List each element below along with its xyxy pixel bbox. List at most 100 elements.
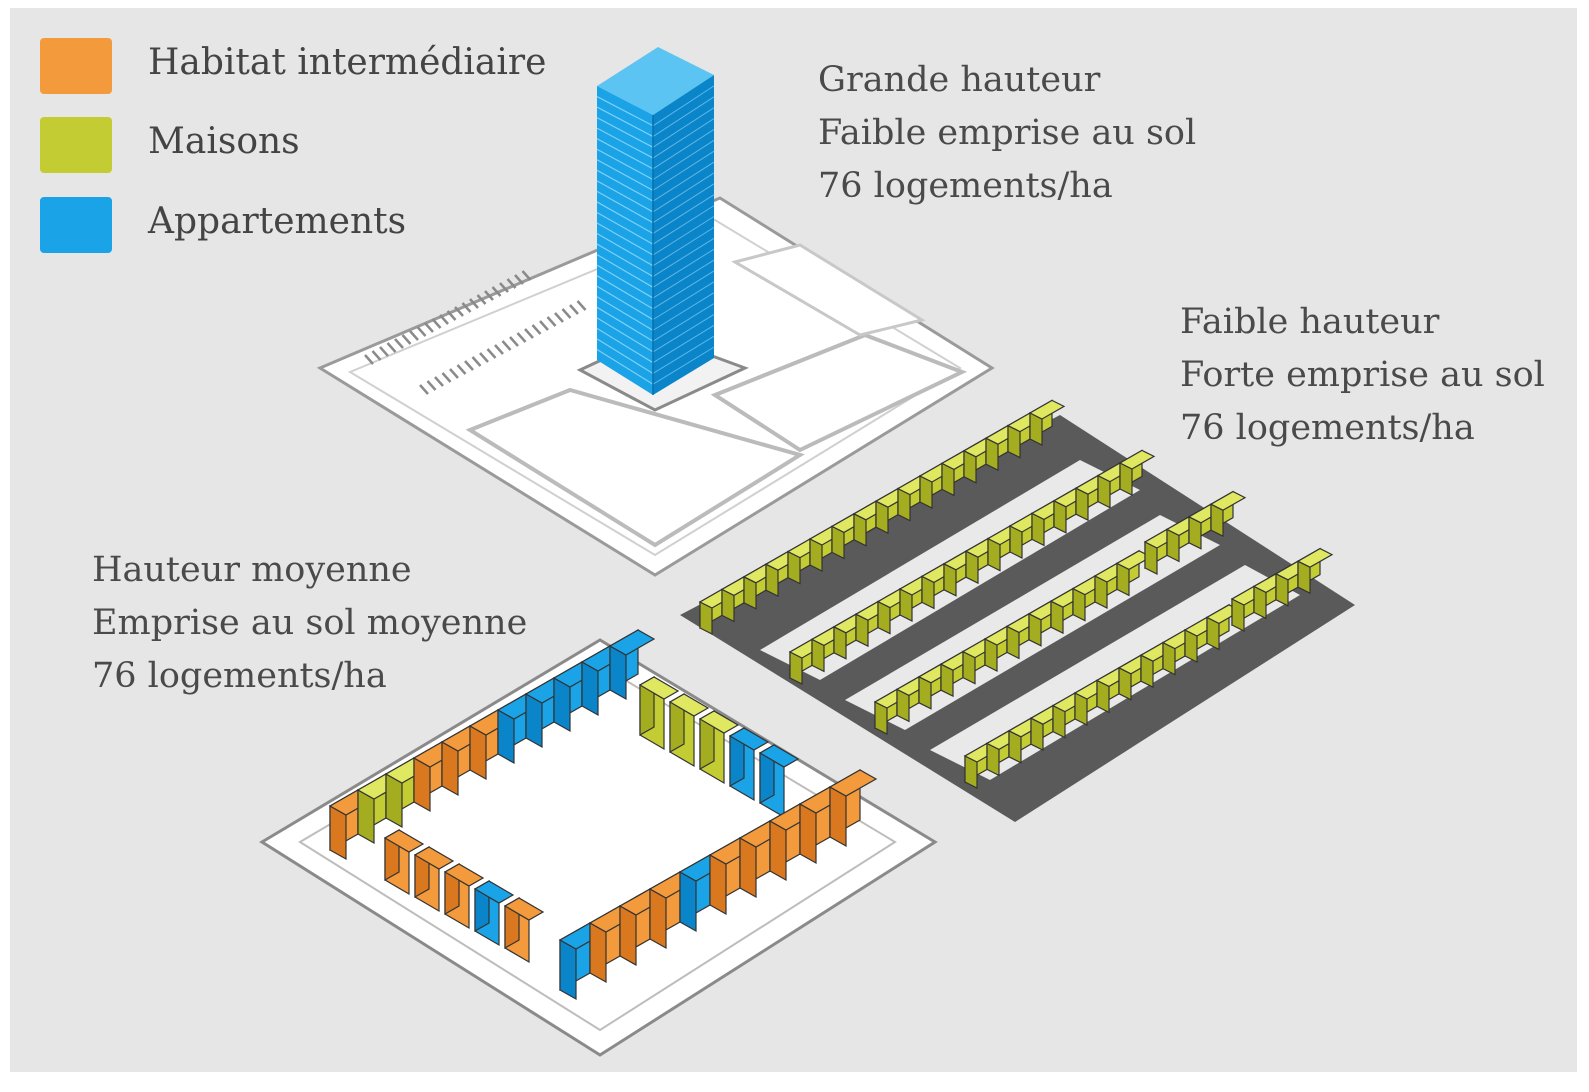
- house-cube: [1115, 549, 1153, 597]
- perimeter-cube-roof: [728, 727, 770, 751]
- parking-space: [431, 318, 442, 329]
- legend-label: Habitat intermédiaire: [148, 42, 547, 83]
- perimeter-cube-face: [709, 853, 727, 916]
- perimeter-cube: [443, 862, 485, 930]
- tower-floor-line: [596, 180, 654, 213]
- high-rise-lawn-left: [465, 387, 805, 548]
- perimeter-cube-face: [559, 938, 577, 1001]
- house-cube: [1209, 490, 1247, 538]
- perimeter-cube: [668, 692, 710, 768]
- mid-rise-label-line: Emprise au sol moyenne: [92, 603, 528, 643]
- parking-space: [434, 376, 444, 387]
- perimeter-cube-face: [799, 802, 817, 865]
- parking-space: [491, 286, 502, 297]
- perimeter-cube: [558, 921, 608, 1001]
- tower-floor-line: [596, 285, 654, 321]
- tower-floor-line: [652, 346, 715, 385]
- tower-top-face: [597, 47, 714, 115]
- low-rise-block: [680, 399, 1355, 822]
- tower-floor-line: [596, 169, 654, 202]
- house-cube: [963, 742, 1001, 789]
- tower-floor-line: [596, 275, 654, 310]
- parking-space: [514, 274, 524, 285]
- perimeter-cube: [758, 743, 800, 819]
- parking-space: [576, 300, 587, 311]
- parking-rows: [364, 270, 587, 395]
- perimeter-cube-face: [589, 921, 607, 984]
- parking-space: [464, 360, 474, 371]
- perimeter-cube-roof: [698, 710, 740, 734]
- tower-side-face: [653, 75, 714, 395]
- parking-space: [469, 298, 479, 309]
- tower-floor-line: [652, 303, 715, 342]
- legend-swatch-orange: [40, 38, 112, 94]
- parking-space: [424, 322, 434, 333]
- tower-floor-line: [652, 292, 715, 331]
- parking-space: [371, 350, 382, 361]
- house-cube-roof: [1118, 449, 1156, 470]
- parking-space: [524, 328, 534, 339]
- perimeter-cube-roof: [503, 897, 545, 921]
- perimeter-cube-face: [829, 785, 847, 848]
- parking-space: [476, 294, 487, 305]
- perimeter-cube-roof: [413, 846, 455, 870]
- tower-floor-line: [596, 317, 654, 353]
- parking-space: [494, 344, 504, 355]
- house-cube-roof: [1028, 399, 1066, 420]
- house-cube: [786, 537, 824, 585]
- parking-space: [516, 332, 527, 343]
- parking-space: [419, 384, 429, 395]
- house-cube: [1274, 560, 1312, 607]
- perimeter-cube-roof: [473, 880, 515, 904]
- parking-space: [501, 340, 512, 351]
- parking-space: [479, 352, 489, 363]
- tower-floor-line: [652, 118, 715, 159]
- house-rows: [698, 399, 1334, 789]
- tower-floor-line: [652, 335, 715, 374]
- parking-space: [521, 270, 532, 281]
- tower-floor-line: [596, 306, 654, 342]
- parking-space: [471, 356, 482, 367]
- high-rise-label-line: 76 logements/ha: [818, 166, 1113, 206]
- tower-floor-line: [596, 159, 654, 191]
- high-rise-lawn-back: [731, 243, 926, 337]
- tower-floor-line: [596, 243, 654, 278]
- tower-floor-line: [652, 96, 715, 137]
- high-rise-label-line: Faible emprise au sol: [818, 113, 1197, 153]
- tower-floor-line: [596, 201, 654, 234]
- tower-floor-line: [596, 117, 654, 148]
- tower-floor-line: [652, 194, 715, 234]
- legend-swatch-blue: [40, 197, 112, 253]
- house-cube: [985, 729, 1023, 777]
- perimeter-cube-roof: [638, 676, 680, 700]
- tower-floor-line: [596, 138, 654, 170]
- parking-space: [446, 310, 457, 321]
- tower-floor-line: [652, 129, 715, 170]
- parking-space: [386, 342, 397, 353]
- parking-space: [416, 326, 427, 337]
- tower-floor-line: [596, 254, 654, 288]
- house-cube-roof: [1209, 490, 1247, 511]
- house-cube: [1030, 499, 1068, 547]
- tower-floor-line: [596, 222, 654, 256]
- perimeter-cube: [608, 628, 656, 701]
- parking-space: [486, 348, 497, 359]
- parking-space: [426, 380, 437, 391]
- tower-floor-line: [652, 205, 715, 245]
- legend-label: Appartements: [148, 201, 407, 242]
- house-cube: [962, 437, 1000, 484]
- tower-floor-line: [596, 127, 654, 159]
- house-cube: [742, 563, 780, 610]
- perimeter-cube: [698, 709, 740, 785]
- tower-floor-line: [652, 172, 715, 213]
- parking-space: [509, 336, 519, 347]
- perimeter-cube-face: [769, 819, 787, 882]
- low-rise-label-line: Faible hauteur: [1180, 302, 1440, 342]
- house-cube-roof: [1296, 547, 1334, 568]
- legend-label: Maisons: [148, 121, 300, 162]
- tower-front-face: [597, 86, 653, 395]
- tower-floor-line: [596, 327, 654, 364]
- parking-space: [439, 314, 449, 325]
